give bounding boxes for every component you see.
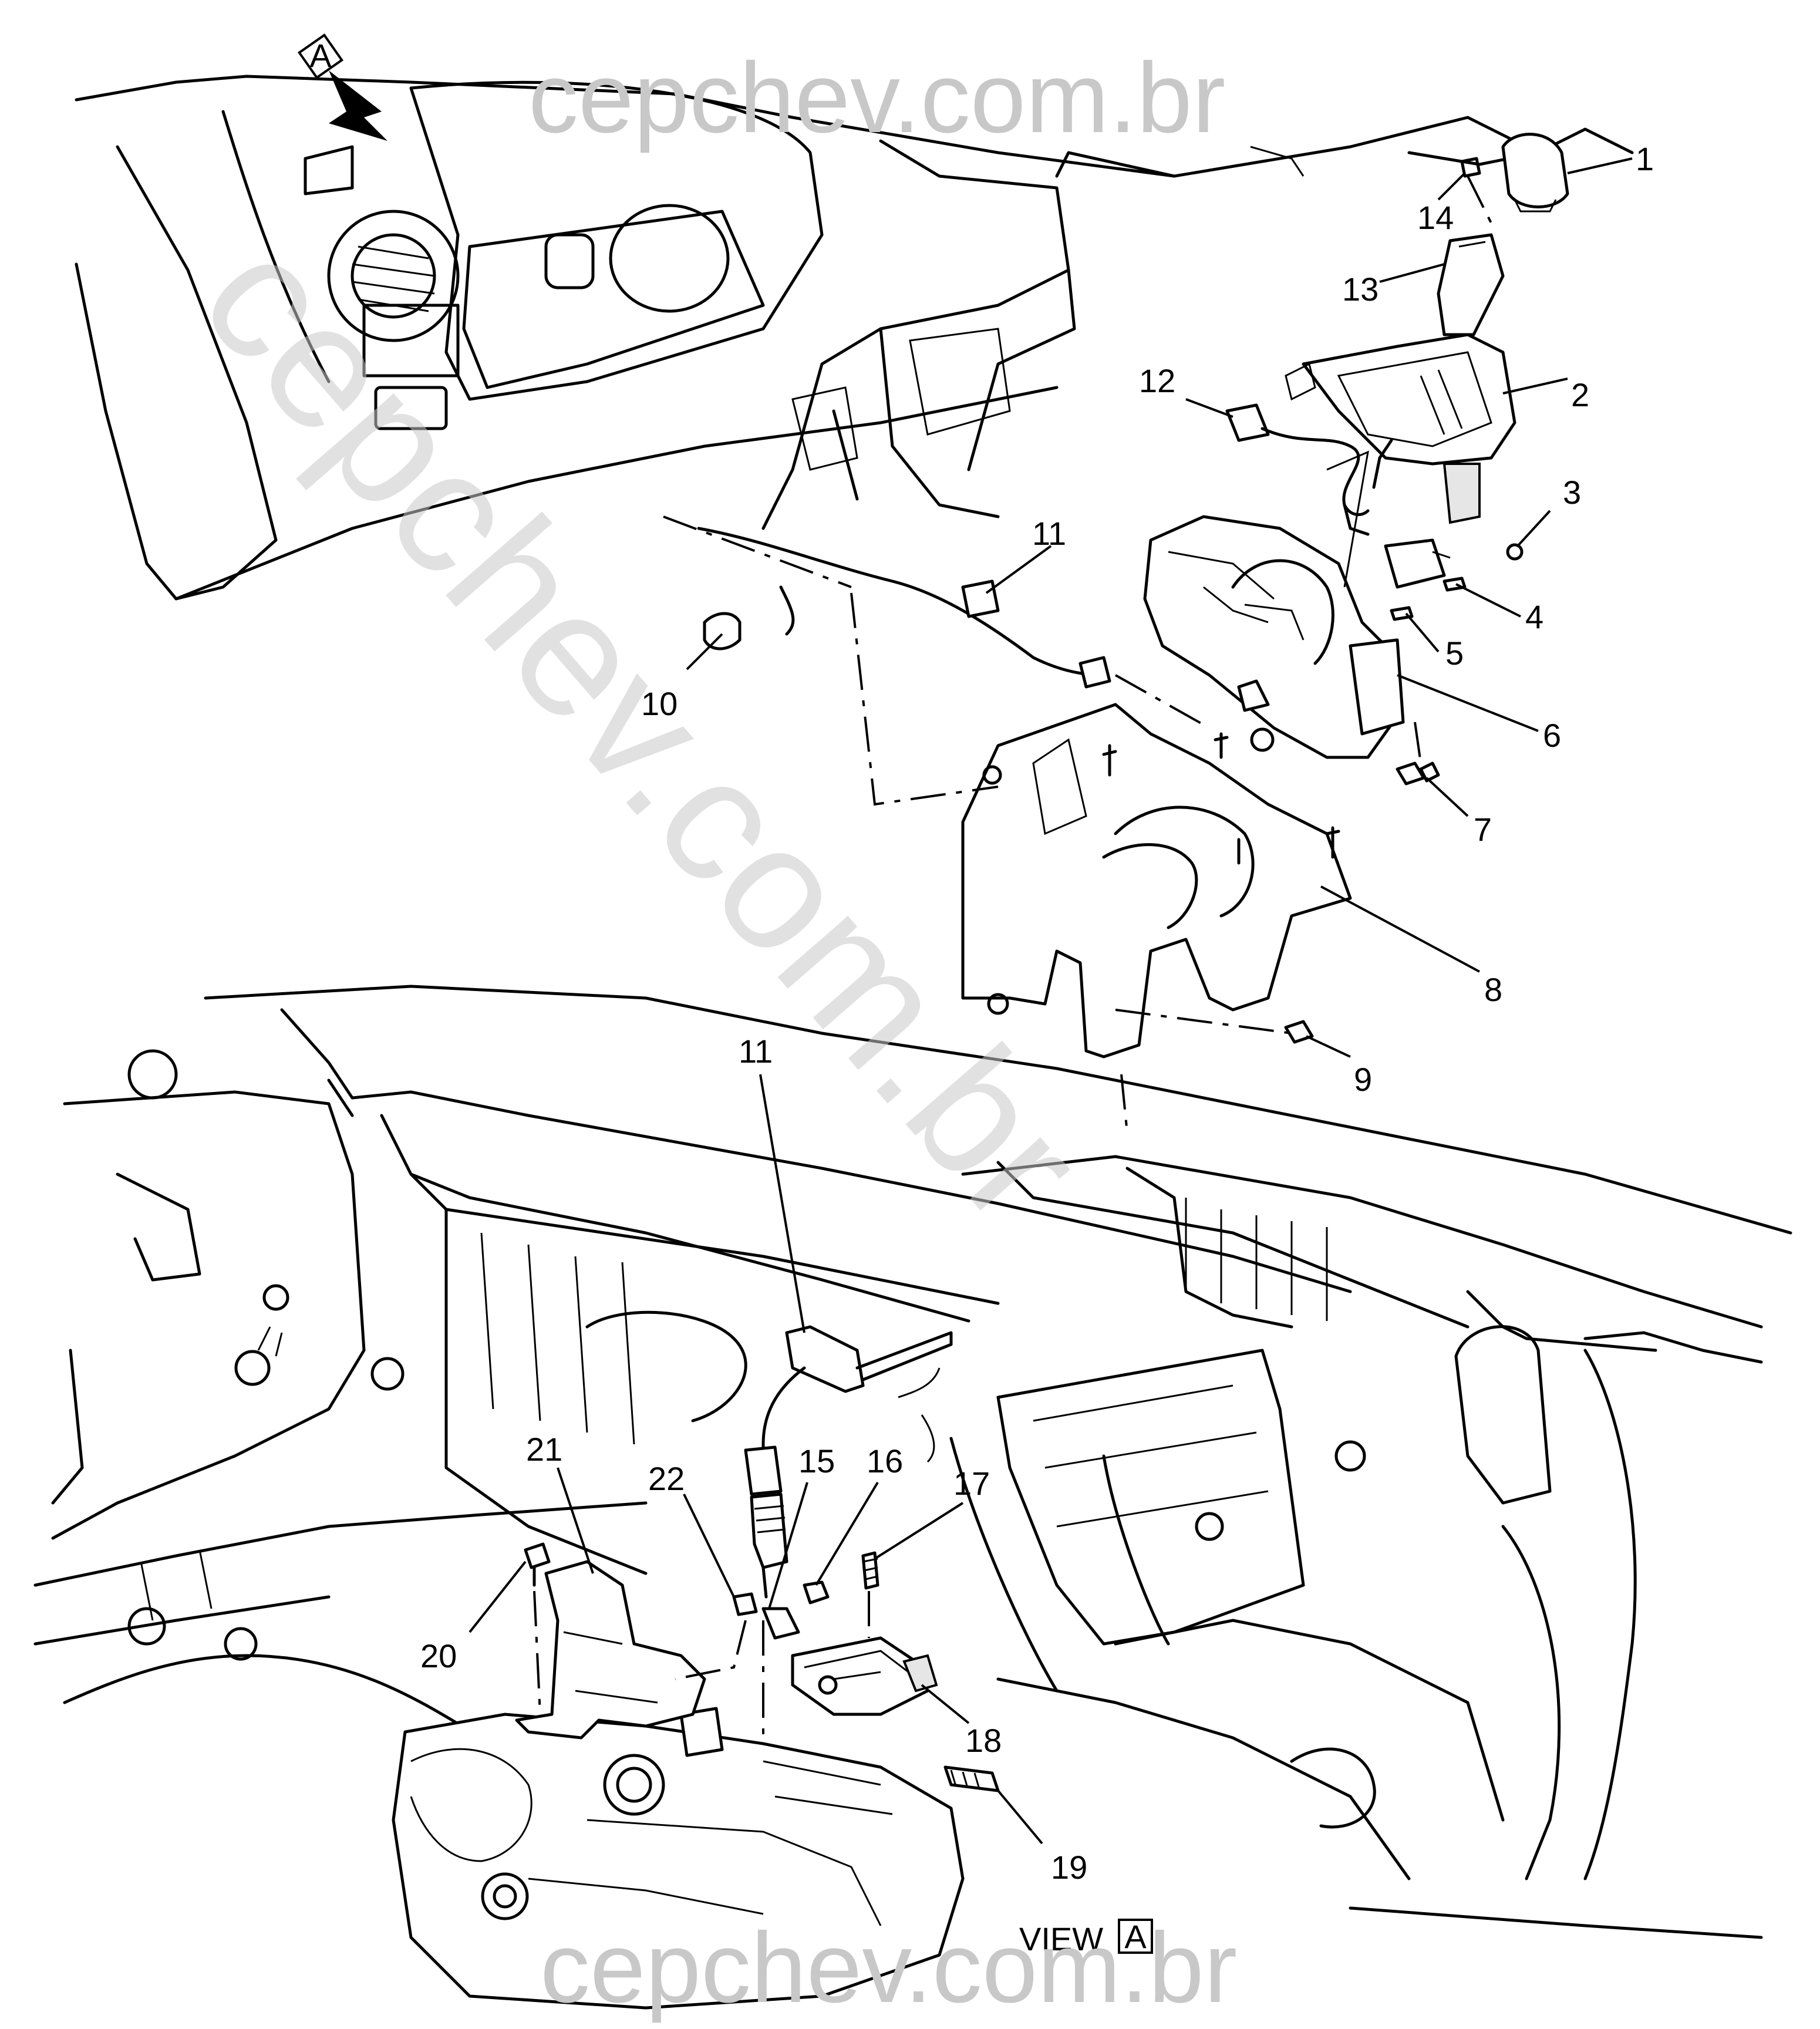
callout-labels: 1 2 3 4 5 6 7 8 9 10 11 12 13 14 11 15 1… [420,140,1654,1886]
callout-19: 19 [1051,1849,1087,1886]
shift-control-bracket [961,703,1352,1059]
callout-4: 4 [1525,598,1543,635]
callout-13: 13 [1342,271,1379,308]
reference-line-11-bracket [850,592,999,806]
watermark-top: cepchev.com.br [528,42,1225,154]
position-sensor-bolt-22 [732,1592,758,1616]
reference-line-8-down [1120,1074,1128,1134]
shift-cable-lower [744,1325,953,1599]
reference-line-10 [663,515,852,588]
view-a-caption: VIEW A [1019,1918,1153,1957]
callout-21: 21 [526,1431,562,1468]
shift-base-nut [1396,761,1425,786]
nut-16 [803,1580,830,1605]
reference-line-13-14 [1467,176,1492,224]
callout-22: 22 [648,1460,685,1497]
engine-compartment [33,985,1792,1939]
callout-10: 10 [641,685,678,722]
wiring-harness-connector [1225,403,1393,536]
bracket-bolt [524,1542,551,1587]
reference-line-6-8 [1115,674,1210,729]
view-a-letter: A [309,37,332,74]
reference-line-22-21 [675,1620,747,1680]
callout-11-lower: 11 [739,1033,773,1070]
instrument-panel [75,75,1634,601]
cable-clip-15 [761,1607,800,1640]
callout-16: 16 [867,1442,903,1479]
callout-2: 2 [1571,376,1589,413]
solenoid [1384,538,1451,589]
callout-3: 3 [1563,474,1581,511]
reference-line-20-bracket [533,1590,541,1715]
view-a-arrow: A [298,33,387,141]
shift-knob [1501,133,1569,213]
shift-shaft-bolt [943,1765,1000,1792]
transmission [392,1707,965,2010]
shift-lever-boot [1437,233,1505,336]
callout-11-upper: 11 [1032,515,1066,552]
callout-6: 6 [1543,717,1561,754]
callout-8: 8 [1484,971,1502,1008]
shift-cable-upper [697,527,1111,689]
reference-line-9 [1115,1009,1292,1034]
solenoid-screw [1506,543,1524,561]
shift-knob-screw [1460,157,1481,178]
callout-20: 20 [420,1637,457,1674]
shift-lever-base [1143,450,1405,759]
callout-15: 15 [798,1442,835,1479]
view-caption-letter: A [1124,1918,1147,1955]
callout-14: 14 [1417,199,1454,236]
callout-9: 9 [1354,1061,1372,1098]
transmission-range-switch [791,1636,938,1716]
solenoid-pin [1442,577,1467,592]
cable-bracket [515,1560,706,1740]
shift-indicator-plate [1285,333,1516,524]
bracket-nut-upper [1419,761,1440,783]
cable-retainer-nut [703,612,742,651]
callout-1: 1 [1636,140,1654,177]
callout-5: 5 [1445,635,1464,672]
watermark-bottom: cepchev.com.br [540,1912,1237,2024]
pivot-pin [1390,606,1414,621]
callout-12: 12 [1139,362,1175,399]
callout-17: 17 [953,1465,990,1502]
callout-18: 18 [965,1722,1002,1759]
callout-7: 7 [1474,811,1492,848]
leader-lines [469,157,1633,1845]
reference-line-7 [1414,722,1422,764]
bracket-nut-lower [1284,1020,1314,1044]
view-caption-text: VIEW [1019,1920,1103,1957]
